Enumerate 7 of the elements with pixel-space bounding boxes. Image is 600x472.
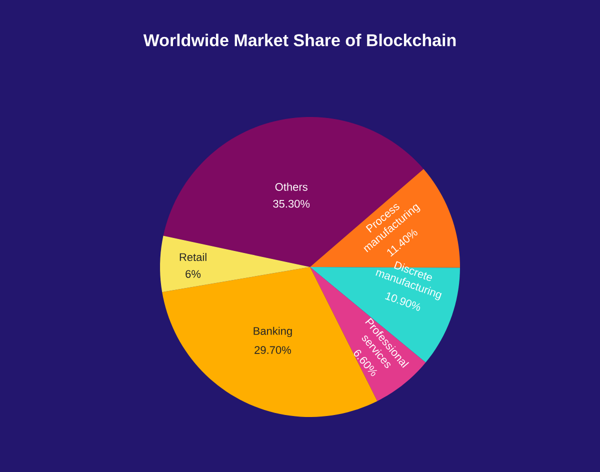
- slice-label: Others: [275, 182, 308, 191]
- chart-title: Worldwide Market Share of Blockchain: [143, 34, 456, 46]
- value-label: 29.70%: [254, 346, 291, 354]
- value-label: 6%: [186, 270, 201, 278]
- slice-label: Retail: [180, 252, 206, 262]
- value-label: 35.30%: [273, 200, 310, 208]
- slice-label: Banking: [254, 326, 292, 338]
